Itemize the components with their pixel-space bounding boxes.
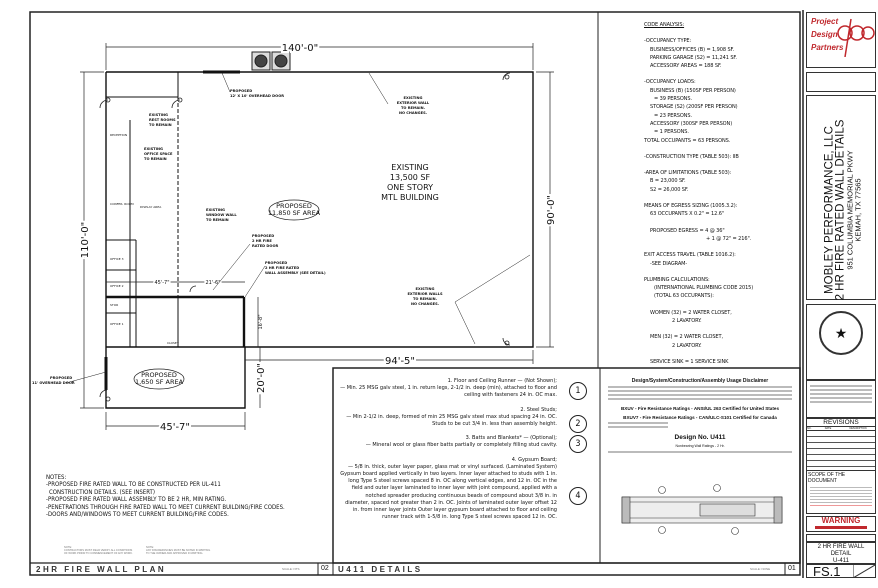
assembly-steps: 1. Floor and Ceiling Runner — (Not Shown… [340, 378, 587, 528]
svg-text:EXISTING: EXISTING [144, 147, 163, 151]
svg-text:TO REMAIN.: TO REMAIN. [401, 106, 425, 110]
svg-text:REST ROOMS: REST ROOMS [149, 118, 176, 122]
svg-text:1,650 SF AREA: 1,650 SF AREA [135, 378, 184, 386]
svg-text:TO REMAIN.: TO REMAIN. [413, 297, 437, 301]
scope-of-document: SCOPE OF THE DOCUMENT [806, 470, 876, 514]
svg-text:OFFICE SPACE: OFFICE SPACE [144, 152, 173, 156]
dim-bottom: 94'-5" [385, 356, 415, 367]
svg-text:11,850 SF AREA: 11,850 SF AREA [268, 209, 321, 217]
proposed-main-label: PROPOSED [276, 202, 312, 210]
dim-fire-b: 21'-6" [205, 280, 220, 286]
project-info: MOBLEY PERFORMANCE, LLC 2 HR FIRE RATED … [806, 95, 876, 300]
ul-certification: Design/System/Construction/Assembly Usag… [605, 378, 795, 455]
step-marker: 1 [569, 382, 587, 400]
scale-date-row [806, 534, 876, 542]
svg-text:DISPLAY AREA: DISPLAY AREA [140, 205, 162, 209]
discrepancy-note: NOTE:ANY DISCREPANCIES MUST BE NOTED IN … [146, 546, 211, 555]
svg-text:WALL ASSEMBLY (SEE DETAIL): WALL ASSEMBLY (SEE DETAIL) [265, 271, 326, 275]
step-marker: 3 [569, 435, 587, 454]
plan-notes: NOTES: -PROPOSED FIRE RATED WALL TO BE C… [46, 474, 285, 519]
svg-text:PROPOSED: PROPOSED [230, 89, 252, 93]
plan-number: 02 [321, 565, 329, 572]
svg-text:EXISTING: EXISTING [416, 287, 435, 291]
dim-top: 140'-0" [282, 43, 318, 54]
step-marker: 2 [569, 414, 587, 433]
svg-text:PROPOSED: PROPOSED [50, 376, 72, 380]
svg-text:PROPOSED: PROPOSED [265, 261, 287, 265]
svg-text:11' OVERHEAD DOOR: 11' OVERHEAD DOOR [32, 381, 75, 385]
contractor-note: NOTE:CONTRACTORS MUST FIELD VERIFY ALL C… [64, 546, 133, 555]
dimension-lines [80, 43, 554, 430]
svg-text:13,500 SF: 13,500 SF [390, 173, 431, 182]
dim-fire-v: 16'-8" [258, 314, 264, 329]
step-marker: 4 [569, 486, 587, 505]
svg-text:MTL BUILDING: MTL BUILDING [381, 193, 439, 202]
svg-text:EXISTING: EXISTING [404, 96, 423, 100]
warning-banner: WARNING [806, 516, 876, 532]
svg-text:OFFICE 1: OFFICE 1 [110, 322, 124, 326]
svg-text:NO CHANGES.: NO CHANGES. [399, 111, 427, 115]
details-scale: SCALE: NONE [750, 567, 771, 571]
svg-text:PROPOSED: PROPOSED [252, 234, 274, 238]
engineer-info [806, 380, 876, 418]
svg-text:STOR: STOR [110, 303, 118, 307]
svg-text:EXTERIOR WALLS: EXTERIOR WALLS [407, 292, 442, 296]
svg-text:TO REMAIN: TO REMAIN [149, 123, 172, 127]
svg-text:CLOSET: CLOSET [167, 341, 179, 345]
dim-left: 110'-0" [80, 222, 91, 258]
svg-text:2 HR FIRE RATED: 2 HR FIRE RATED [265, 266, 299, 270]
svg-text:WINDOW WALL: WINDOW WALL [206, 213, 237, 217]
dim-right: 90'-0" [546, 195, 557, 225]
svg-text:OFFICE 2: OFFICE 2 [110, 284, 124, 288]
sheet-border [29, 11, 801, 576]
svg-text:OFFICE 3: OFFICE 3 [110, 257, 124, 261]
exhaust-fan-icon [251, 51, 291, 71]
svg-text:EXISTING: EXISTING [149, 113, 168, 117]
room-labels: RECEPTION CONFER. ROOM DISPLAY AREA OFFICE… [110, 133, 179, 345]
svg-text:NO CHANGES.: NO CHANGES. [411, 302, 439, 306]
svg-text:TO REMAIN: TO REMAIN [206, 218, 229, 222]
svg-text:EXISTING: EXISTING [391, 163, 428, 172]
sheet-number: FS.1 [806, 564, 876, 578]
details-title: U411 DETAILS [338, 565, 423, 574]
svg-text:EXTERIOR WALL: EXTERIOR WALL [397, 101, 430, 105]
details-number: 01 [788, 565, 796, 572]
svg-text:CONFER. ROOM: CONFER. ROOM [110, 202, 134, 206]
svg-text:ONE STORY: ONE STORY [387, 183, 433, 192]
dim-fire-a: 45'-7" [154, 280, 169, 286]
dim-lower-height: 20'-0" [256, 363, 267, 393]
plan-title: 2HR FIRE WALL PLAN [36, 565, 167, 574]
building-walls [104, 70, 534, 409]
svg-text:RECEPTION: RECEPTION [110, 133, 127, 137]
svg-text:2 HR FIRE: 2 HR FIRE [252, 239, 272, 243]
code-analysis: CODE ANALYSIS: -OCCUPANCY TYPE: BUSINESS… [644, 22, 754, 365]
door-swings [99, 72, 511, 402]
wall-section-figure [621, 484, 783, 535]
svg-text:12' X 10' OVERHEAD DOOR: 12' X 10' OVERHEAD DOOR [230, 94, 284, 98]
svg-text:RATED DOOR: RATED DOOR [252, 244, 279, 248]
engineer-seal: ★ [806, 304, 876, 380]
project-number-box [806, 72, 876, 92]
proposed-lower-label: PROPOSED [141, 371, 177, 379]
plan-scale: SCALE: NTS [282, 567, 300, 571]
dim-lower-width: 45'-7" [160, 422, 190, 433]
svg-text:EXISTING: EXISTING [206, 208, 225, 212]
svg-text:TO REMAIN: TO REMAIN [144, 157, 167, 161]
